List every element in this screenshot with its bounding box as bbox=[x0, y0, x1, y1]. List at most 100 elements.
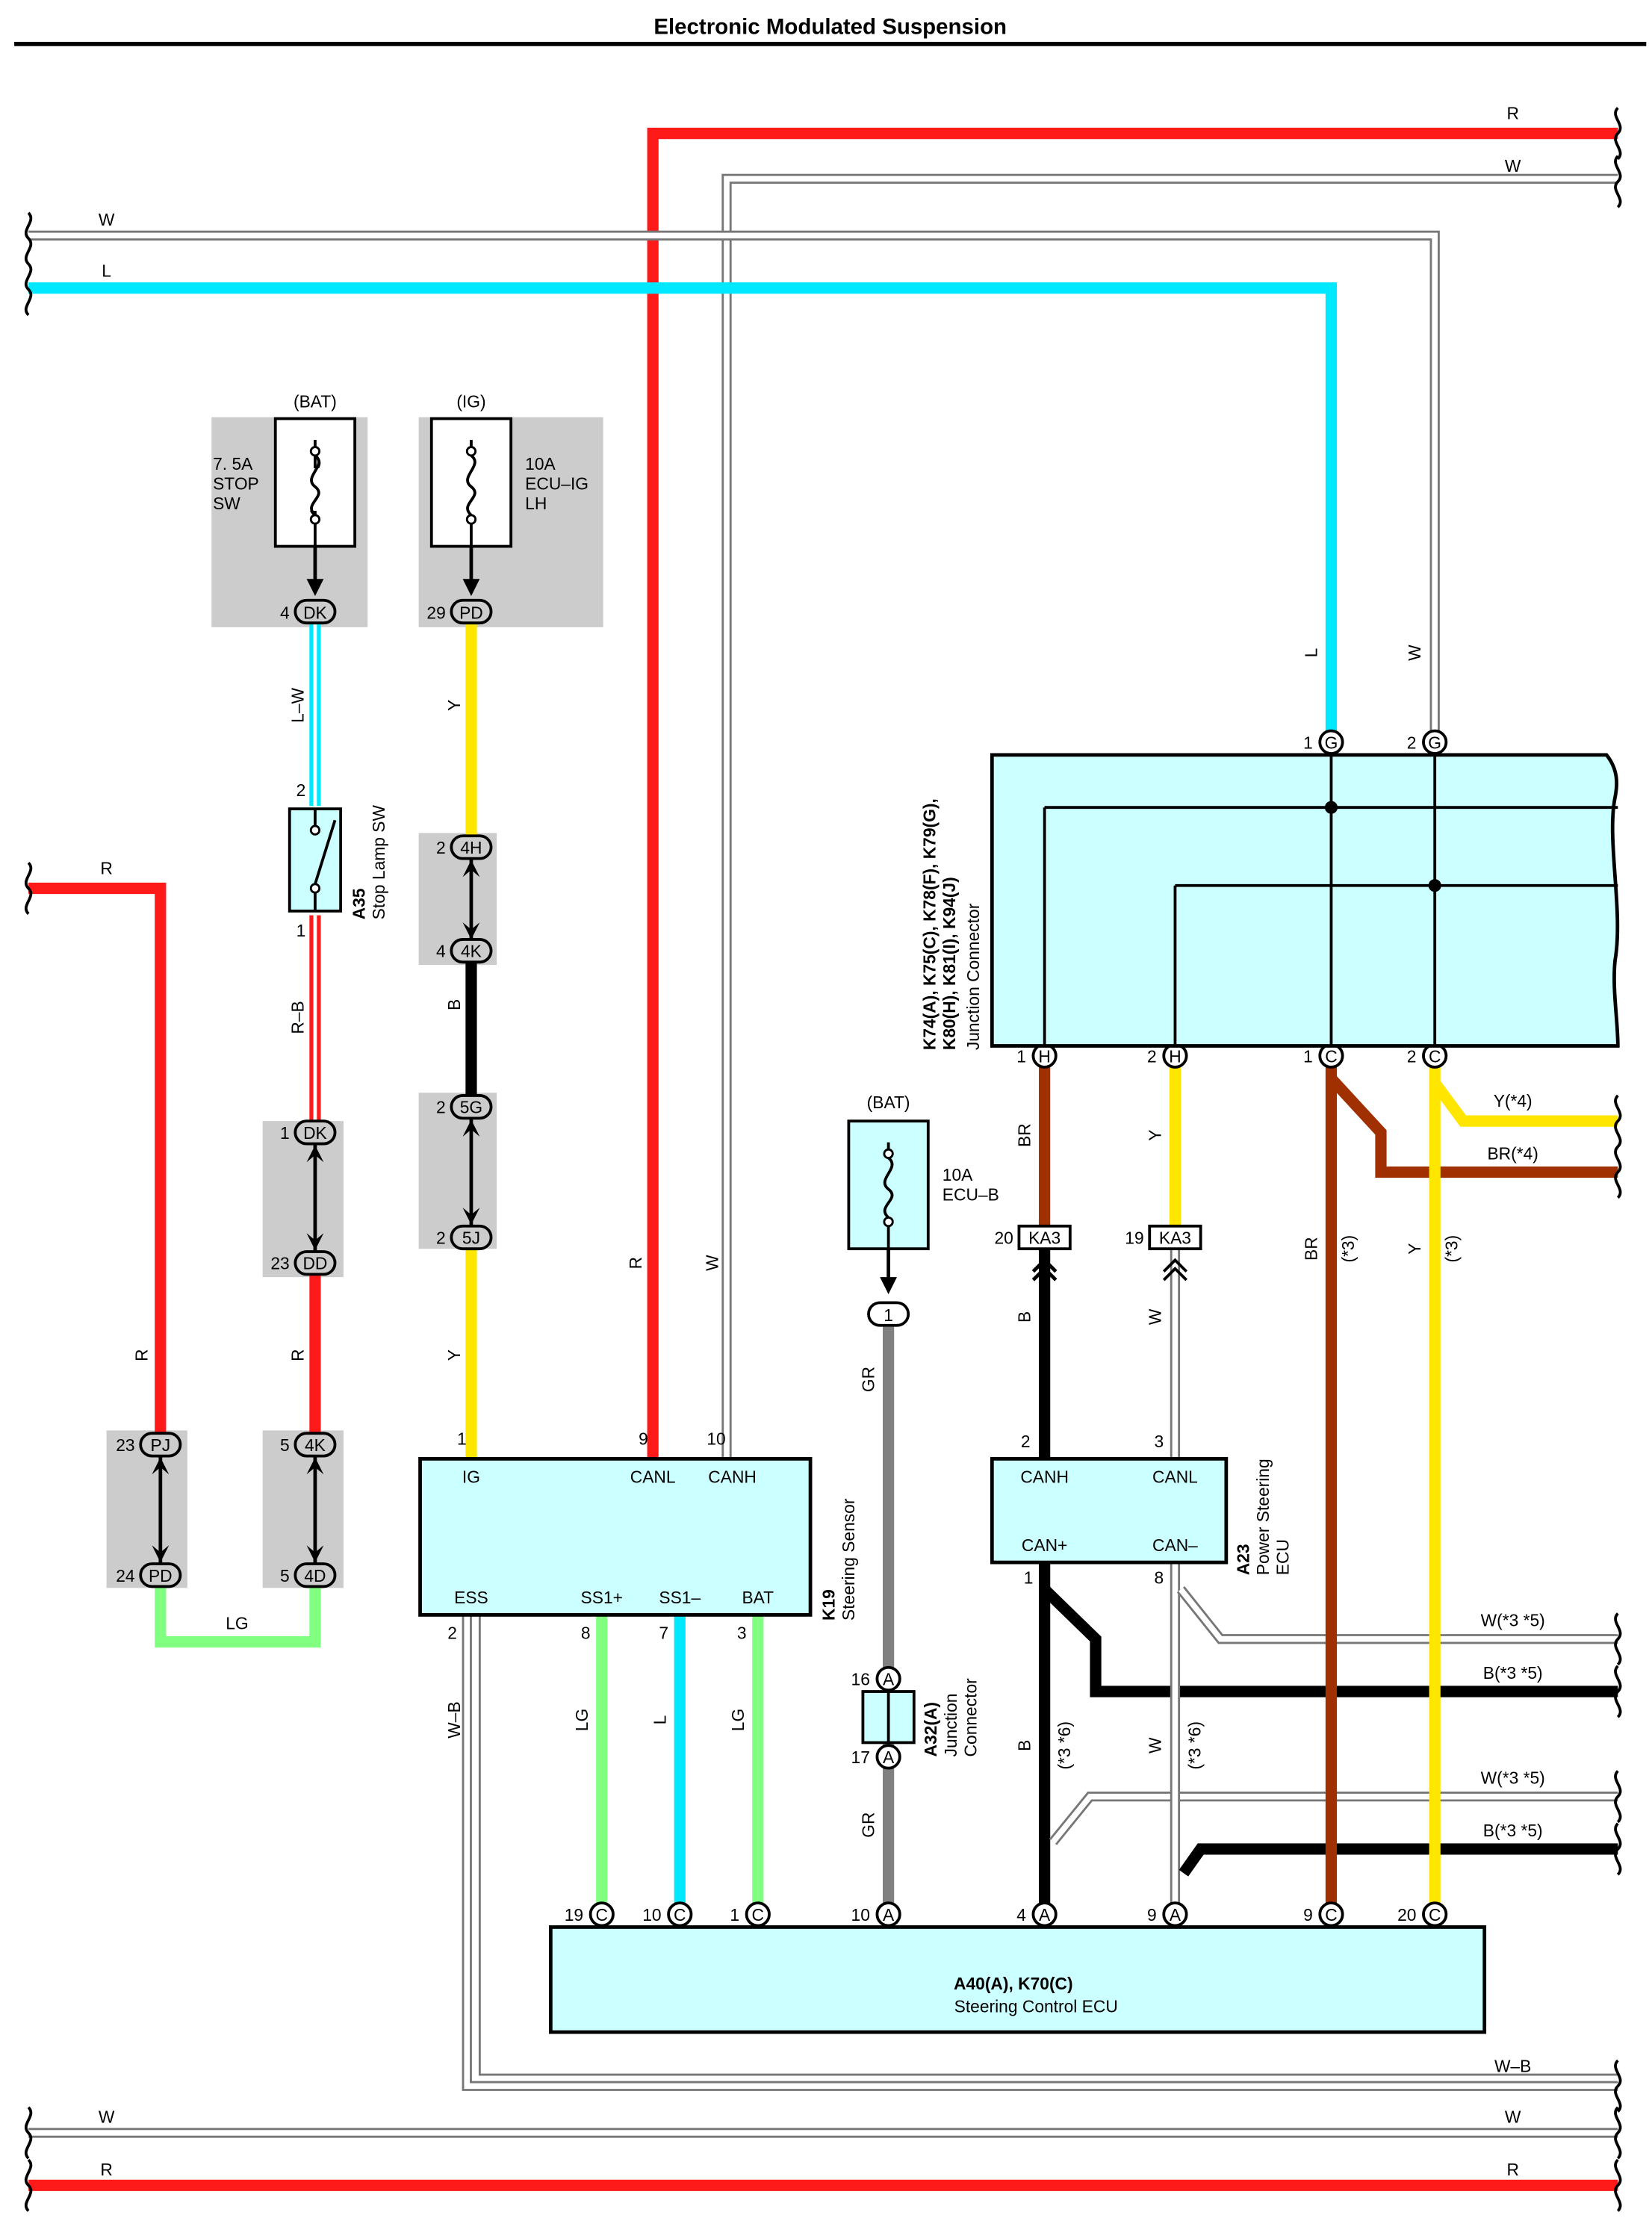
label-w-center: W bbox=[703, 1255, 722, 1271]
label-w-b-right: W–B bbox=[1494, 2056, 1531, 2075]
ps-label-canh: CANH bbox=[1020, 1467, 1069, 1487]
label-r-left: R bbox=[100, 859, 112, 878]
connector-4h: 4H2 bbox=[436, 834, 493, 860]
junction-a32: A32(A) Junction Connector bbox=[861, 1678, 980, 1757]
jc-bottom-terminal: H1 bbox=[1016, 1043, 1058, 1069]
ecu-terminal-id: A bbox=[1039, 1905, 1051, 1925]
connector-5j: 5J2 bbox=[436, 1224, 493, 1251]
a32-name-2: Connector bbox=[960, 1678, 980, 1757]
label-gr2: GR bbox=[859, 1812, 878, 1838]
wire-r-left bbox=[28, 882, 167, 1434]
jc-top-pin: 2 bbox=[1407, 733, 1417, 752]
jc-top-id: G bbox=[1325, 733, 1338, 752]
connector-pj: PJ 23 bbox=[116, 1432, 182, 1458]
connector-pd-id: PD bbox=[149, 1566, 173, 1585]
power-steering-ecu: CANH CANL CAN+ CAN– 2 3 1 8 A23 Power St… bbox=[990, 1432, 1292, 1588]
sensor-pin-10: 10 bbox=[707, 1429, 725, 1448]
label-lg1: LG bbox=[572, 1709, 591, 1731]
connector-4k-a-pin: 4 bbox=[436, 942, 446, 961]
jc-bottom-pin: 2 bbox=[1407, 1046, 1417, 1066]
fuse-stop-source: (BAT) bbox=[294, 391, 337, 411]
label-w-bottom-right: W bbox=[1505, 2107, 1521, 2127]
connector-5g-pin: 2 bbox=[436, 1098, 446, 1117]
connector-4k-a-id: 4K bbox=[461, 942, 482, 961]
connector-dk-pin: 1 bbox=[280, 1123, 290, 1143]
bus-labels: R W W L R W R W R W–B Y(*4) BR(*4) W(*3 … bbox=[99, 104, 1545, 2179]
connector-a32-16: A16 bbox=[851, 1665, 901, 1692]
sensor-label-canh: CANH bbox=[708, 1467, 757, 1487]
jc-bottom-id: H bbox=[1169, 1046, 1181, 1066]
wire-lg-bottom bbox=[155, 1586, 321, 1648]
ps-label-canp: CAN+ bbox=[1022, 1535, 1067, 1555]
fuse-stop-line3: SW bbox=[213, 494, 240, 513]
label-b35b: B(*3 *5) bbox=[1483, 1821, 1543, 1840]
connector-pd-pin: 24 bbox=[116, 1566, 135, 1585]
connector-pj-pin: 23 bbox=[116, 1435, 134, 1455]
mate-arrow-icon bbox=[462, 1119, 480, 1225]
connector-4d-pin: 5 bbox=[280, 1566, 290, 1585]
sensor-label-ess: ESS bbox=[454, 1588, 488, 1607]
fuse-stop-line1: 7. 5A bbox=[213, 454, 253, 473]
sensor-pin-9: 9 bbox=[639, 1429, 648, 1448]
jc-id-line1: K74(A), K75(C), K78(F), K79(G), bbox=[919, 798, 939, 1050]
label-y-upper: Y bbox=[444, 700, 464, 711]
label-w35b: W(*3 *5) bbox=[1481, 1768, 1545, 1788]
ecu-terminal-pin: 19 bbox=[565, 1905, 583, 1925]
label-y-c: Y bbox=[1405, 1243, 1424, 1255]
ecu-terminal-pin: 10 bbox=[851, 1905, 870, 1925]
wire-w35b bbox=[1051, 1793, 1618, 1844]
fuse-element-icon bbox=[310, 454, 320, 517]
label-y4: Y(*4) bbox=[1494, 1091, 1533, 1110]
stop-sw-name: Stop Lamp SW bbox=[369, 805, 388, 920]
label-l-w: L–W bbox=[288, 687, 308, 722]
jc-bottom-id: C bbox=[1429, 1046, 1441, 1066]
fuse-stop-sw: (BAT) 7. 5A STOP SW 4 DK bbox=[213, 391, 357, 625]
wires bbox=[28, 128, 1618, 2191]
label-w2: W bbox=[1145, 1737, 1164, 1753]
ecu-name: Steering Control ECU bbox=[954, 1996, 1118, 2016]
stop-lamp-switch: 2 1 A35 Stop Lamp SW bbox=[288, 780, 388, 940]
label-r-bottom: R bbox=[100, 2160, 112, 2179]
ps-pin-8: 8 bbox=[1155, 1568, 1164, 1588]
jc-id-line2: K80(H), K81(I), K94(J) bbox=[940, 877, 959, 1050]
sensor-id: K19 bbox=[819, 1589, 838, 1621]
jc-top-terminal: G2 bbox=[1407, 729, 1448, 755]
connector-pj-id: PJ bbox=[151, 1435, 171, 1455]
label-br1: BR bbox=[1015, 1123, 1034, 1147]
label-br-c: BR bbox=[1301, 1237, 1320, 1261]
label-w-bottom: W bbox=[99, 2107, 115, 2127]
label-lg2: LG bbox=[728, 1709, 748, 1731]
fuse-stop-line2: STOP bbox=[213, 474, 259, 494]
ps-pin-3: 3 bbox=[1155, 1432, 1164, 1451]
wire-w35a bbox=[1179, 1587, 1618, 1642]
sensor-pin-1: 1 bbox=[457, 1429, 467, 1448]
fuse-element-icon bbox=[466, 454, 476, 517]
jc-top-terminal: G1 bbox=[1303, 729, 1344, 755]
label-b2: B bbox=[1015, 1740, 1034, 1751]
connector-4k-b: 4K5 bbox=[280, 1432, 337, 1458]
wire-w-left bbox=[28, 232, 1438, 733]
wire-b35b bbox=[1179, 1843, 1618, 1877]
ps-name-2: ECU bbox=[1273, 1539, 1292, 1575]
ecu-terminal-pin: 9 bbox=[1303, 1905, 1313, 1925]
sensor-name: Steering Sensor bbox=[839, 1498, 858, 1621]
jc-top-pin: 1 bbox=[1303, 733, 1313, 752]
a32-name-1: Junction bbox=[941, 1694, 960, 1757]
chevron-icon bbox=[1162, 1258, 1187, 1282]
fuse-stop-conn: DK bbox=[303, 603, 327, 622]
connector-ka3-19-pin: 19 bbox=[1125, 1228, 1143, 1248]
wire-br4 bbox=[1326, 1074, 1618, 1178]
label-b1: B bbox=[1015, 1311, 1034, 1323]
connector-dk: DK1 bbox=[280, 1119, 337, 1146]
ecu-terminal-id: C bbox=[1325, 1905, 1337, 1925]
junction-connector: K74(A), K75(C), K78(F), K79(G), K80(H), … bbox=[919, 753, 1620, 1050]
ecu-id: A40(A), K70(C) bbox=[954, 1974, 1073, 1993]
sensor-pin-7: 7 bbox=[659, 1624, 668, 1643]
ecu-terminal-id: A bbox=[883, 1905, 895, 1925]
sensor-label-bat: BAT bbox=[742, 1588, 774, 1607]
label-w-b: W–B bbox=[444, 1701, 464, 1738]
connector-4k-a: 4K 4 bbox=[436, 938, 493, 964]
fuse-ig-line2: ECU–IG bbox=[525, 474, 589, 494]
